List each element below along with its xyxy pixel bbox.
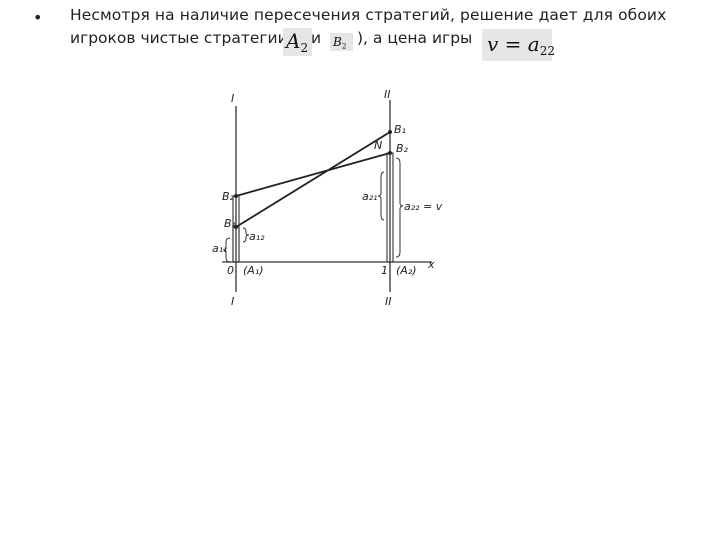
point-b2-left xyxy=(234,194,238,198)
paragraph-line-2-and: и xyxy=(311,29,322,47)
bullet-marker: • xyxy=(33,8,43,27)
label-a22-v: a₂₂ = v xyxy=(404,200,443,213)
line-b1 xyxy=(235,131,391,228)
label-origin: 0 xyxy=(227,264,234,277)
label-axis-ii-top: II xyxy=(384,88,391,101)
point-b1-right xyxy=(388,130,392,134)
label-a11: a₁₁ xyxy=(212,242,228,255)
formula-game-value: v = a22 xyxy=(482,29,555,61)
label-n-point: N xyxy=(374,139,382,152)
paragraph-line-2-start: игроков чистые стратегии ( xyxy=(70,29,299,47)
point-b2-right xyxy=(388,151,392,155)
paragraph-line-1: Несмотря на наличие пересечения стратеги… xyxy=(70,6,667,24)
label-axis-i-top: I xyxy=(231,92,234,105)
label-a12: a₁₂ xyxy=(249,230,265,243)
label-axis-i-bottom: I xyxy=(231,295,234,308)
label-b2-left: B₂ xyxy=(222,190,235,203)
label-x: x xyxy=(427,258,435,271)
label-b2-right: B₂ xyxy=(396,142,409,155)
point-b1-left xyxy=(234,225,238,229)
formula-a2: A2 xyxy=(283,28,312,56)
formula-b2: B2 xyxy=(330,33,353,51)
brace-a21 xyxy=(377,171,385,221)
label-a21: a₂₁ xyxy=(362,190,378,203)
label-b1-right: B₁ xyxy=(394,123,406,136)
brace-a11 xyxy=(222,237,231,263)
label-b1-left: B₁ xyxy=(224,217,236,230)
label-a2: (A₂) xyxy=(396,264,417,277)
label-a1: (A₁) xyxy=(243,264,264,277)
brace-a12 xyxy=(242,227,250,243)
label-one: 1 xyxy=(381,264,388,277)
paragraph-line-2-end: ), а цена игры xyxy=(357,29,473,47)
label-axis-ii-bottom: II xyxy=(385,295,392,308)
line-b2 xyxy=(235,152,391,197)
brace-a22 xyxy=(395,157,404,258)
